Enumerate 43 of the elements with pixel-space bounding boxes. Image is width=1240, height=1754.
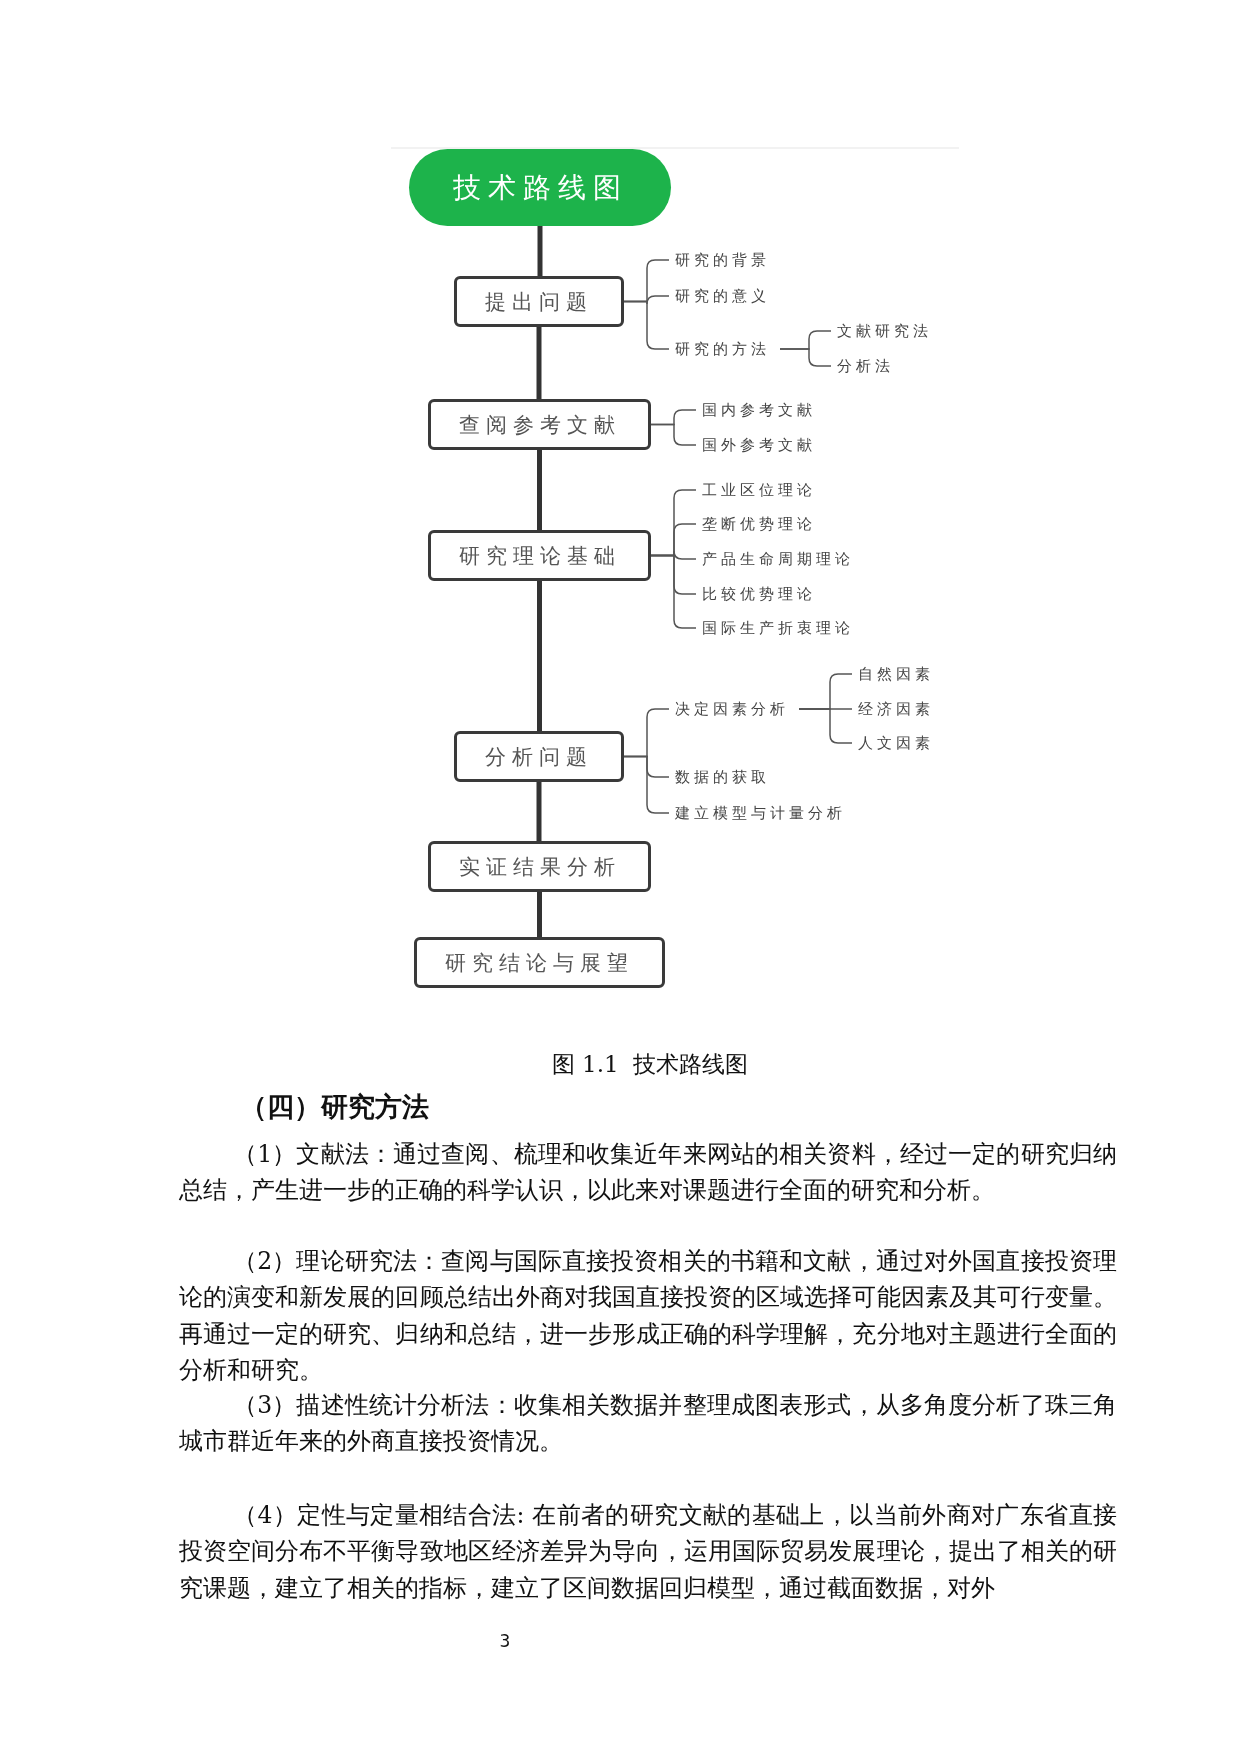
trunk-line	[536, 327, 542, 399]
title-pill: 技术路线图	[409, 149, 671, 226]
process-box: 查阅参考文献	[428, 399, 651, 450]
process-box: 研究理论基础	[428, 530, 651, 581]
figure-caption: 图 1.1 技术路线图	[550, 1050, 750, 1079]
branch-label: 垄断优势理论	[702, 514, 816, 534]
paragraph: （2）理论研究法：查阅与国际直接投资相关的书籍和文献，通过对外国直接投资理论的演变和新发展的回顾总结出外商对我国直接投资的区域选择可能因素及其可行变量。再通过一定的研究、归纳和总结，进一步形成正确的科学理解，充分地对主题进行全面的分析和研究。	[179, 1246, 1117, 1386]
process-box: 研究结论与展望	[414, 937, 665, 988]
branch-label: 国内参考文献	[702, 400, 816, 420]
page-number: 3	[498, 1631, 512, 1651]
branch-label: 研究的意义	[675, 286, 770, 306]
branch-label: 研究的方法	[675, 339, 770, 359]
brace-connector	[779, 348, 832, 367]
process-box: 实证结果分析	[428, 841, 651, 892]
trunk-line	[537, 581, 542, 731]
branch-label: 自然因素	[858, 664, 934, 684]
branch-label: 国外参考文献	[702, 435, 816, 455]
branch-label: 分析法	[837, 356, 894, 376]
brace-connector	[623, 755, 670, 814]
process-box: 提出问题	[454, 276, 624, 327]
branch-label: 决定因素分析	[675, 699, 789, 719]
branch-label: 建立模型与计量分析	[675, 803, 846, 823]
branch-label: 比较优势理论	[702, 584, 816, 604]
branch-label: 工业区位理论	[702, 480, 816, 500]
brace-connector	[650, 423, 697, 446]
trunk-line	[537, 450, 542, 530]
brace-connector	[650, 554, 697, 629]
paragraph: （3）描述性统计分析法：收集相关数据并整理成图表形式，从多角度分析了珠三角城市群近年来的外商直接投资情况。	[179, 1390, 1117, 1458]
branch-label: 国际生产折衷理论	[702, 618, 854, 638]
branch-label: 文献研究法	[837, 321, 932, 341]
brace-connector	[798, 708, 853, 744]
paragraph: （1）文献法：通过查阅、梳理和收集近年来网站的相关资料，经过一定的研究归纳总结，产生进一步的正确的科学认识，以此来对课题进行全面的研究和分析。	[179, 1139, 1117, 1207]
trunk-line	[537, 892, 542, 937]
branch-label: 产品生命周期理论	[702, 549, 854, 569]
branch-label: 数据的获取	[675, 767, 770, 787]
section-heading: （四）研究方法	[240, 1090, 429, 1124]
branch-label: 研究的背景	[675, 250, 770, 270]
trunk-line	[537, 226, 543, 276]
branch-label: 人文因素	[858, 733, 934, 753]
branch-label: 经济因素	[858, 699, 934, 719]
trunk-line	[536, 782, 542, 841]
process-box: 分析问题	[454, 731, 624, 782]
paragraph: （4）定性与定量相结合法: 在前者的研究文献的基础上，以当前外商对广东省直接投资空间分布不平衡导致地区经济差异为导向，运用国际贸易发展理论，提出了相关的研究课题，建立了相关的指标，建立了区间数据回归模型，通过截面数据，对外	[179, 1500, 1117, 1604]
